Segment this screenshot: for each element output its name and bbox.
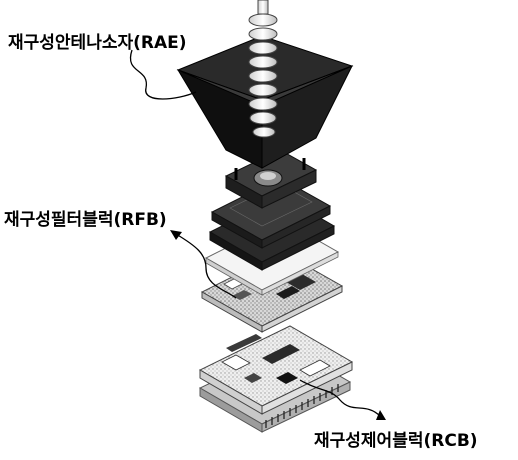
leader-lines [129, 49, 381, 417]
leader-arrowheads [170, 230, 386, 420]
antenna-mount [224, 149, 318, 209]
rfb-label: 재구성필터블럭(RFB) [4, 210, 167, 230]
rcb-leader-line [299, 379, 381, 417]
control-block [198, 325, 354, 433]
rcb-label: 재구성제어블럭(RCB) [314, 431, 478, 451]
rae-label: 재구성안테나소자(RAE) [8, 33, 187, 53]
rcb-arrowhead [376, 410, 386, 420]
filter-block [208, 177, 336, 271]
rae-leader-line [129, 49, 197, 100]
rfb-arrowhead [170, 230, 182, 240]
rfb-leader-line [175, 233, 237, 299]
helix-coil [248, 0, 278, 138]
connector-pins [265, 384, 339, 428]
